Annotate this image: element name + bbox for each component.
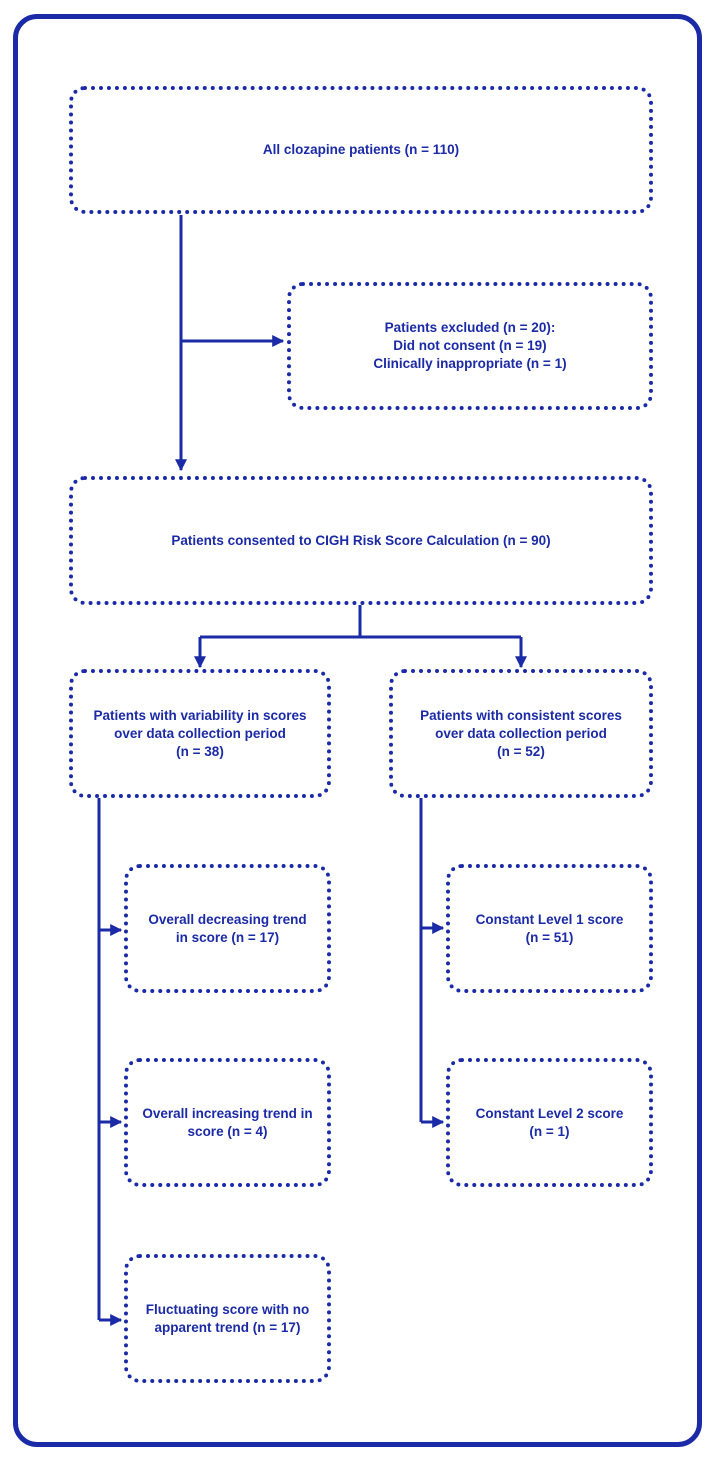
increasing-box: Overall increasing trend in score (n = 4…	[124, 1058, 331, 1187]
fluctuating-text-1: Fluctuating score with no	[145, 1301, 310, 1317]
level1-box: Constant Level 1 score (n = 51)	[446, 864, 653, 993]
variability-text-2: over data collection period	[114, 725, 286, 741]
consented-text: Patients consented to CIGH Risk Score Ca…	[171, 532, 551, 548]
decreasing-text-2: in score (n = 17)	[175, 929, 280, 945]
excluded-box: Patients excluded (n = 20): Did not cons…	[287, 282, 653, 410]
consistent-text-1: Patients with consistent scores	[420, 707, 622, 723]
level2-text-2: (n = 1)	[529, 1123, 570, 1139]
diagram-frame	[13, 14, 702, 1447]
all-patients-box: All clozapine patients (n = 110)	[69, 86, 653, 214]
variability-text-1: Patients with variability in scores	[93, 707, 307, 723]
consented-box: Patients consented to CIGH Risk Score Ca…	[69, 476, 653, 605]
level1-text-1: Constant Level 1 score	[475, 911, 624, 927]
decreasing-text-1: Overall decreasing trend	[148, 911, 307, 927]
consistent-text-2: over data collection period	[435, 725, 607, 741]
variability-text-3: (n = 38)	[176, 743, 224, 759]
all-patients-text: All clozapine patients (n = 110)	[262, 142, 460, 157]
level1-text-2: (n = 51)	[525, 929, 574, 945]
fluctuating-box: Fluctuating score with no apparent trend…	[124, 1254, 331, 1383]
increasing-text-1: Overall increasing trend in	[142, 1105, 313, 1121]
increasing-text-2: score (n = 4)	[187, 1123, 268, 1139]
level2-text-1: Constant Level 2 score	[475, 1105, 624, 1121]
variability-box: Patients with variability in scores over…	[69, 669, 331, 798]
excluded-text-2: Did not consent (n = 19)	[393, 338, 547, 353]
excluded-text-3: Clinically inappropriate (n = 1)	[373, 356, 567, 371]
excluded-text-1: Patients excluded (n = 20):	[384, 320, 556, 335]
decreasing-box: Overall decreasing trend in score (n = 1…	[124, 864, 331, 993]
fluctuating-text-2: apparent trend (n = 17)	[154, 1319, 301, 1335]
level2-box: Constant Level 2 score (n = 1)	[446, 1058, 653, 1187]
consistent-box: Patients with consistent scores over dat…	[389, 669, 653, 798]
consistent-text-3: (n = 52)	[497, 743, 545, 759]
